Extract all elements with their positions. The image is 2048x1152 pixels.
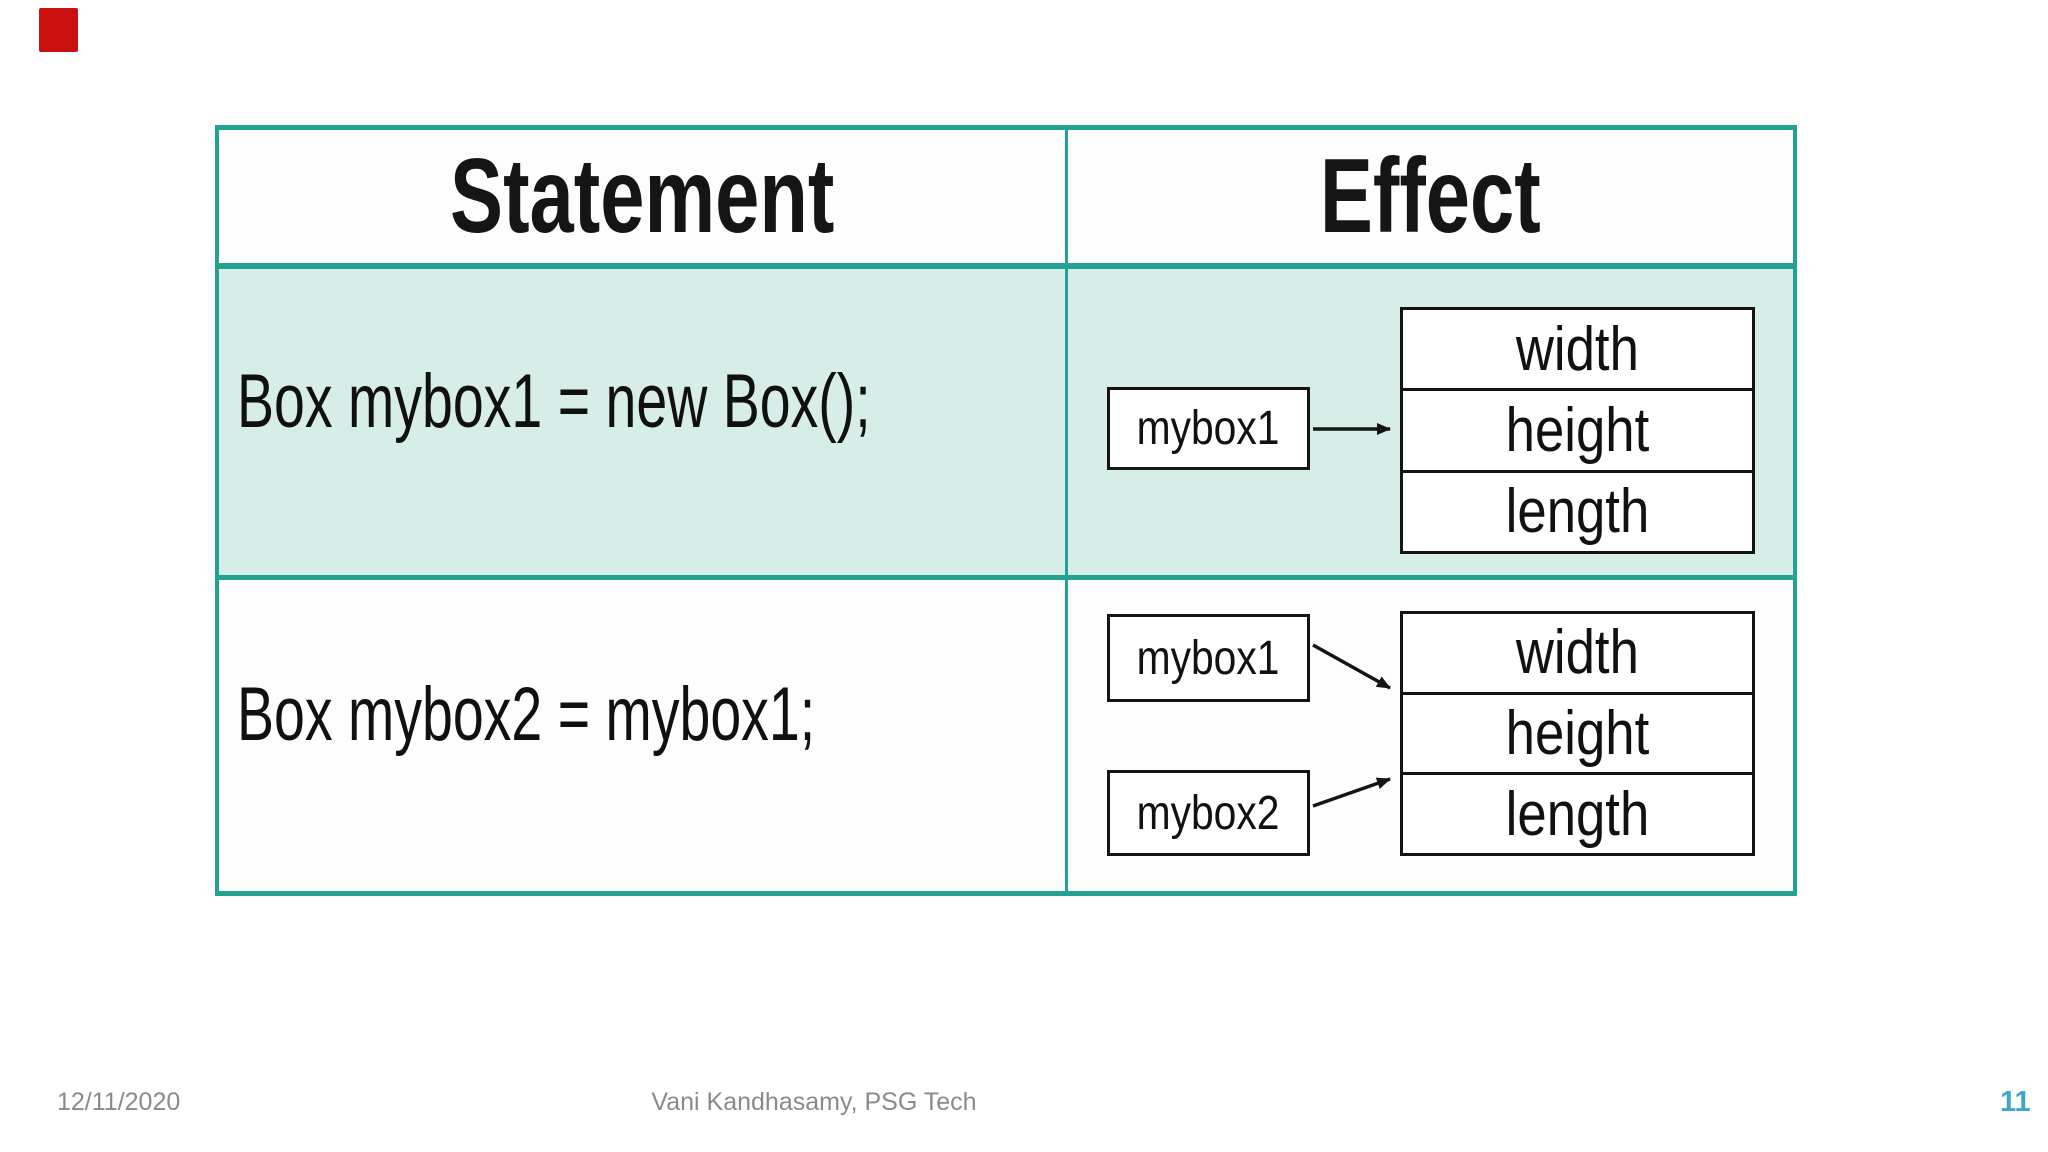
row1-object-record: width height length (1400, 307, 1755, 554)
row1-mybox1-label: mybox1 (1137, 402, 1280, 455)
footer-author: Vani Kandhasamy, PSG Tech (651, 1088, 977, 1116)
footer-date: 12/11/2020 (57, 1088, 181, 1116)
row2-field-width-label: width (1515, 618, 1640, 688)
row1-field-length-label: length (1505, 477, 1650, 547)
red-accent-box (39, 8, 78, 52)
row1-field-height-label: height (1505, 395, 1650, 465)
row2-statement-code: Box mybox2 = mybox1; (237, 672, 816, 757)
row2-mybox2-label: mybox2 (1137, 786, 1280, 840)
row2-variable-box-mybox1: mybox1 (1107, 614, 1310, 702)
row2-field-width: width (1403, 614, 1752, 692)
row1-field-width-label: width (1515, 314, 1640, 384)
row2-statement-cell: Box mybox2 = mybox1; (219, 580, 1068, 891)
row1-field-length: length (1403, 469, 1752, 551)
row2-variable-box-mybox2: mybox2 (1107, 770, 1310, 856)
row2-field-height: height (1403, 691, 1752, 773)
row1-variable-box-mybox1: mybox1 (1107, 387, 1310, 470)
row2-field-length: length (1403, 772, 1752, 853)
row2-field-length-label: length (1505, 779, 1650, 849)
header-cell-effect: Effect (1068, 130, 1793, 269)
row2-mybox1-label: mybox1 (1137, 631, 1280, 685)
row1-field-width: width (1403, 310, 1752, 388)
row2-object-record: width height length (1400, 611, 1755, 856)
header-cell-statement: Statement (219, 130, 1068, 269)
row2-field-height-label: height (1505, 699, 1650, 768)
header-effect-label: Effect (1320, 137, 1541, 255)
header-statement-label: Statement (449, 137, 835, 255)
row1-field-height: height (1403, 388, 1752, 469)
page-number: 11 (2000, 1086, 2031, 1118)
row1-statement-cell: Box mybox1 = new Box(); (219, 269, 1068, 580)
row1-statement-code: Box mybox1 = new Box(); (237, 358, 871, 444)
